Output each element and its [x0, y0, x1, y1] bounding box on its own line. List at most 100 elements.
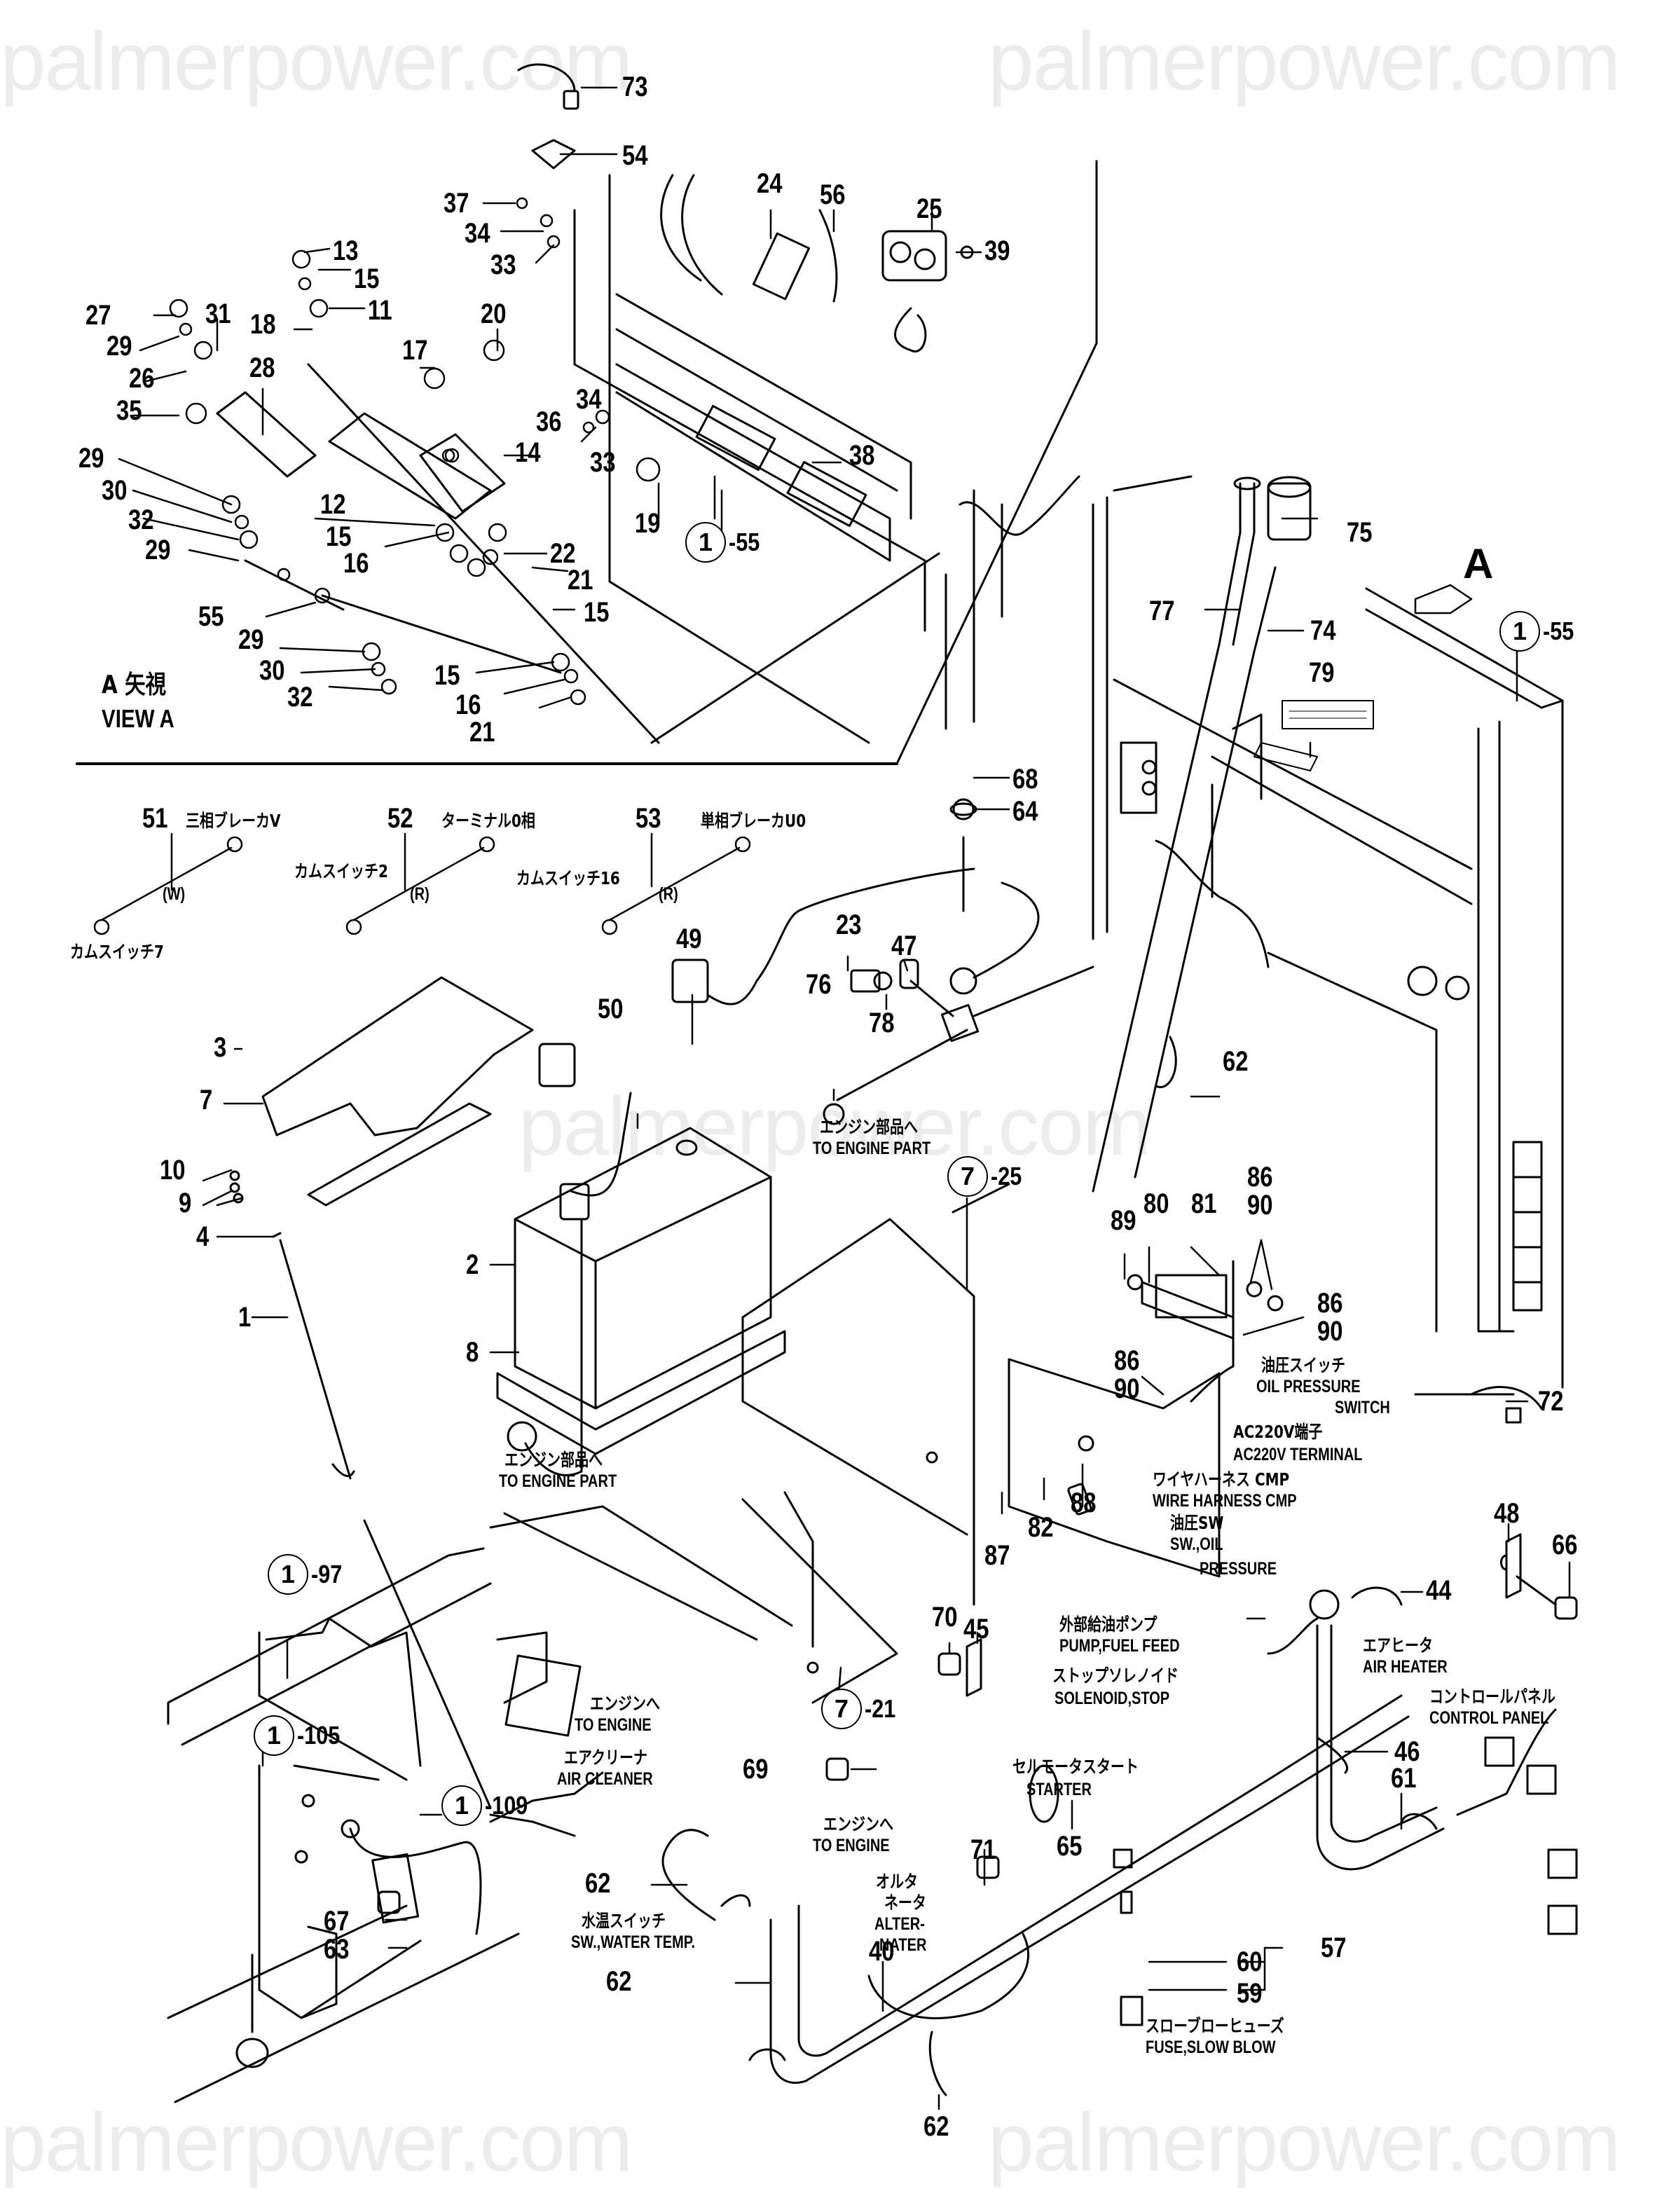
- part-number-14[interactable]: 14: [515, 437, 541, 468]
- part-number-31[interactable]: 31: [205, 298, 231, 329]
- part-number-3[interactable]: 3: [214, 1032, 227, 1063]
- part-number-21[interactable]: 21: [469, 717, 495, 748]
- reference-1-97[interactable]: 1 -97: [268, 1554, 348, 1595]
- part-number-66[interactable]: 66: [1552, 1530, 1578, 1560]
- part-number-2[interactable]: 2: [466, 1249, 479, 1280]
- part-number-24[interactable]: 24: [757, 168, 783, 199]
- part-number-23[interactable]: 23: [836, 909, 862, 940]
- part-number-86[interactable]: 86: [1247, 1162, 1273, 1193]
- part-number-90[interactable]: 90: [1114, 1373, 1140, 1404]
- part-number-52[interactable]: 52: [387, 803, 413, 834]
- part-number-68[interactable]: 68: [1012, 764, 1038, 795]
- part-number-15[interactable]: 15: [584, 597, 610, 628]
- part-number-33[interactable]: 33: [590, 447, 616, 478]
- part-number-65[interactable]: 65: [1057, 1831, 1083, 1862]
- part-number-30[interactable]: 30: [259, 655, 285, 686]
- part-number-82[interactable]: 82: [1028, 1512, 1054, 1543]
- part-number-35[interactable]: 35: [116, 395, 142, 426]
- part-number-63[interactable]: 63: [324, 1934, 350, 1965]
- part-number-57[interactable]: 57: [1321, 1932, 1347, 1963]
- part-number-62[interactable]: 62: [585, 1868, 611, 1899]
- part-number-59[interactable]: 59: [1237, 1978, 1263, 2009]
- part-number-62[interactable]: 62: [606, 1966, 632, 1997]
- part-number-44[interactable]: 44: [1426, 1575, 1452, 1606]
- part-number-29[interactable]: 29: [145, 535, 171, 565]
- reference-1-55-panel[interactable]: 1 -55: [1499, 611, 1579, 652]
- part-number-60[interactable]: 60: [1237, 1946, 1263, 1977]
- part-number-21[interactable]: 21: [568, 565, 593, 596]
- part-number-10[interactable]: 10: [160, 1155, 186, 1186]
- part-number-86[interactable]: 86: [1317, 1288, 1343, 1319]
- part-number-69[interactable]: 69: [743, 1754, 769, 1785]
- part-number-76[interactable]: 76: [806, 969, 832, 1000]
- part-number-29[interactable]: 29: [107, 331, 132, 362]
- part-number-4[interactable]: 4: [196, 1221, 210, 1252]
- part-number-49[interactable]: 49: [676, 923, 702, 954]
- part-number-39[interactable]: 39: [984, 235, 1010, 266]
- part-number-61[interactable]: 61: [1391, 1763, 1417, 1794]
- part-number-56[interactable]: 56: [820, 179, 846, 210]
- part-number-67[interactable]: 67: [324, 1906, 350, 1937]
- part-number-46[interactable]: 46: [1394, 1736, 1420, 1767]
- part-number-37[interactable]: 37: [444, 188, 469, 219]
- part-number-62[interactable]: 62: [923, 2111, 949, 2142]
- part-number-12[interactable]: 12: [320, 489, 346, 520]
- part-number-51[interactable]: 51: [142, 803, 168, 834]
- part-number-25[interactable]: 25: [916, 193, 942, 224]
- part-number-22[interactable]: 22: [550, 538, 576, 569]
- part-number-75[interactable]: 75: [1347, 517, 1373, 548]
- part-number-64[interactable]: 64: [1012, 796, 1038, 827]
- part-number-13[interactable]: 13: [333, 235, 359, 266]
- part-number-32[interactable]: 32: [287, 682, 313, 713]
- reference-1-55-view-a[interactable]: 1 -55: [685, 522, 765, 563]
- part-number-78[interactable]: 78: [869, 1008, 895, 1038]
- part-number-62[interactable]: 62: [1223, 1046, 1249, 1077]
- part-number-17[interactable]: 17: [402, 335, 428, 366]
- part-number-32[interactable]: 32: [128, 504, 154, 535]
- part-number-88[interactable]: 88: [1071, 1488, 1097, 1518]
- part-number-15[interactable]: 15: [434, 660, 460, 691]
- part-number-11[interactable]: 11: [368, 295, 392, 326]
- reference-7-21[interactable]: 7 -21: [821, 1689, 901, 1729]
- part-number-55[interactable]: 55: [198, 601, 224, 632]
- part-number-50[interactable]: 50: [598, 994, 624, 1024]
- part-number-28[interactable]: 28: [249, 352, 275, 383]
- part-number-90[interactable]: 90: [1317, 1316, 1343, 1347]
- part-number-16[interactable]: 16: [343, 548, 369, 579]
- part-number-72[interactable]: 72: [1538, 1386, 1564, 1417]
- part-number-40[interactable]: 40: [869, 1936, 895, 1967]
- part-number-87[interactable]: 87: [984, 1540, 1010, 1571]
- part-number-20[interactable]: 20: [481, 298, 507, 329]
- part-number-16[interactable]: 16: [455, 689, 481, 720]
- part-number-9[interactable]: 9: [179, 1188, 192, 1218]
- part-number-36[interactable]: 36: [536, 406, 562, 437]
- part-number-29[interactable]: 29: [238, 624, 264, 655]
- part-number-30[interactable]: 30: [102, 475, 128, 506]
- part-number-71[interactable]: 71: [970, 1834, 996, 1865]
- part-number-18[interactable]: 18: [250, 309, 276, 340]
- part-number-86[interactable]: 86: [1114, 1345, 1140, 1376]
- part-number-34[interactable]: 34: [465, 218, 490, 249]
- reference-1-105[interactable]: 1 -105: [254, 1715, 348, 1756]
- part-number-26[interactable]: 26: [129, 363, 155, 394]
- part-number-90[interactable]: 90: [1247, 1190, 1273, 1221]
- part-number-70[interactable]: 70: [932, 1602, 958, 1633]
- part-number-29[interactable]: 29: [78, 443, 104, 474]
- part-number-74[interactable]: 74: [1310, 615, 1336, 646]
- part-number-77[interactable]: 77: [1149, 596, 1175, 626]
- part-number-48[interactable]: 48: [1494, 1498, 1520, 1529]
- part-number-33[interactable]: 33: [490, 249, 516, 280]
- part-number-89[interactable]: 89: [1111, 1205, 1136, 1236]
- part-number-45[interactable]: 45: [963, 1614, 989, 1644]
- part-number-38[interactable]: 38: [849, 440, 875, 471]
- part-number-7[interactable]: 7: [200, 1085, 213, 1115]
- part-number-8[interactable]: 8: [466, 1337, 479, 1368]
- reference-1-109[interactable]: 1 -109: [441, 1785, 535, 1826]
- part-number-80[interactable]: 80: [1143, 1188, 1169, 1219]
- part-number-19[interactable]: 19: [635, 508, 661, 539]
- reference-7-25[interactable]: 7 -25: [947, 1156, 1027, 1197]
- part-number-73[interactable]: 73: [622, 71, 648, 102]
- part-number-53[interactable]: 53: [636, 803, 661, 834]
- part-number-47[interactable]: 47: [891, 930, 917, 961]
- part-number-81[interactable]: 81: [1191, 1188, 1217, 1219]
